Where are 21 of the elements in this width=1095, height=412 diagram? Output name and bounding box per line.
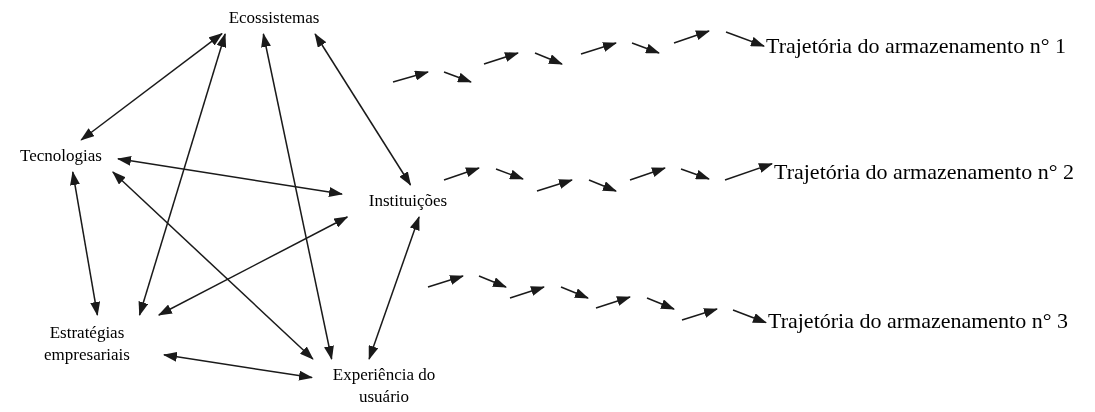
node-label: Trajetória do armazenamento n° 1: [766, 32, 1066, 60]
node-label: Trajetória do armazenamento n° 3: [768, 307, 1068, 335]
node-label: Tecnologias: [20, 144, 102, 167]
node-label: Ecossistemas: [228, 6, 320, 29]
double-arrow: [368, 216, 420, 360]
double-arrow: [138, 33, 227, 316]
node-label: Trajetória do armazenamento n° 2: [774, 158, 1074, 186]
node-label: Instituições: [368, 189, 448, 212]
node-label: Estratégias empresariais: [43, 321, 131, 366]
arrow: [725, 31, 765, 47]
double-arrow: [157, 216, 349, 316]
double-arrow: [112, 171, 314, 360]
double-arrow: [70, 171, 101, 316]
double-arrow: [314, 33, 412, 186]
node-label: Experiência do usuário: [331, 363, 437, 408]
double-arrow: [117, 155, 343, 197]
double-arrow: [163, 351, 313, 381]
double-arrow: [80, 32, 223, 141]
arrow: [732, 309, 767, 324]
arrow: [724, 163, 773, 181]
double-arrow: [261, 33, 334, 360]
